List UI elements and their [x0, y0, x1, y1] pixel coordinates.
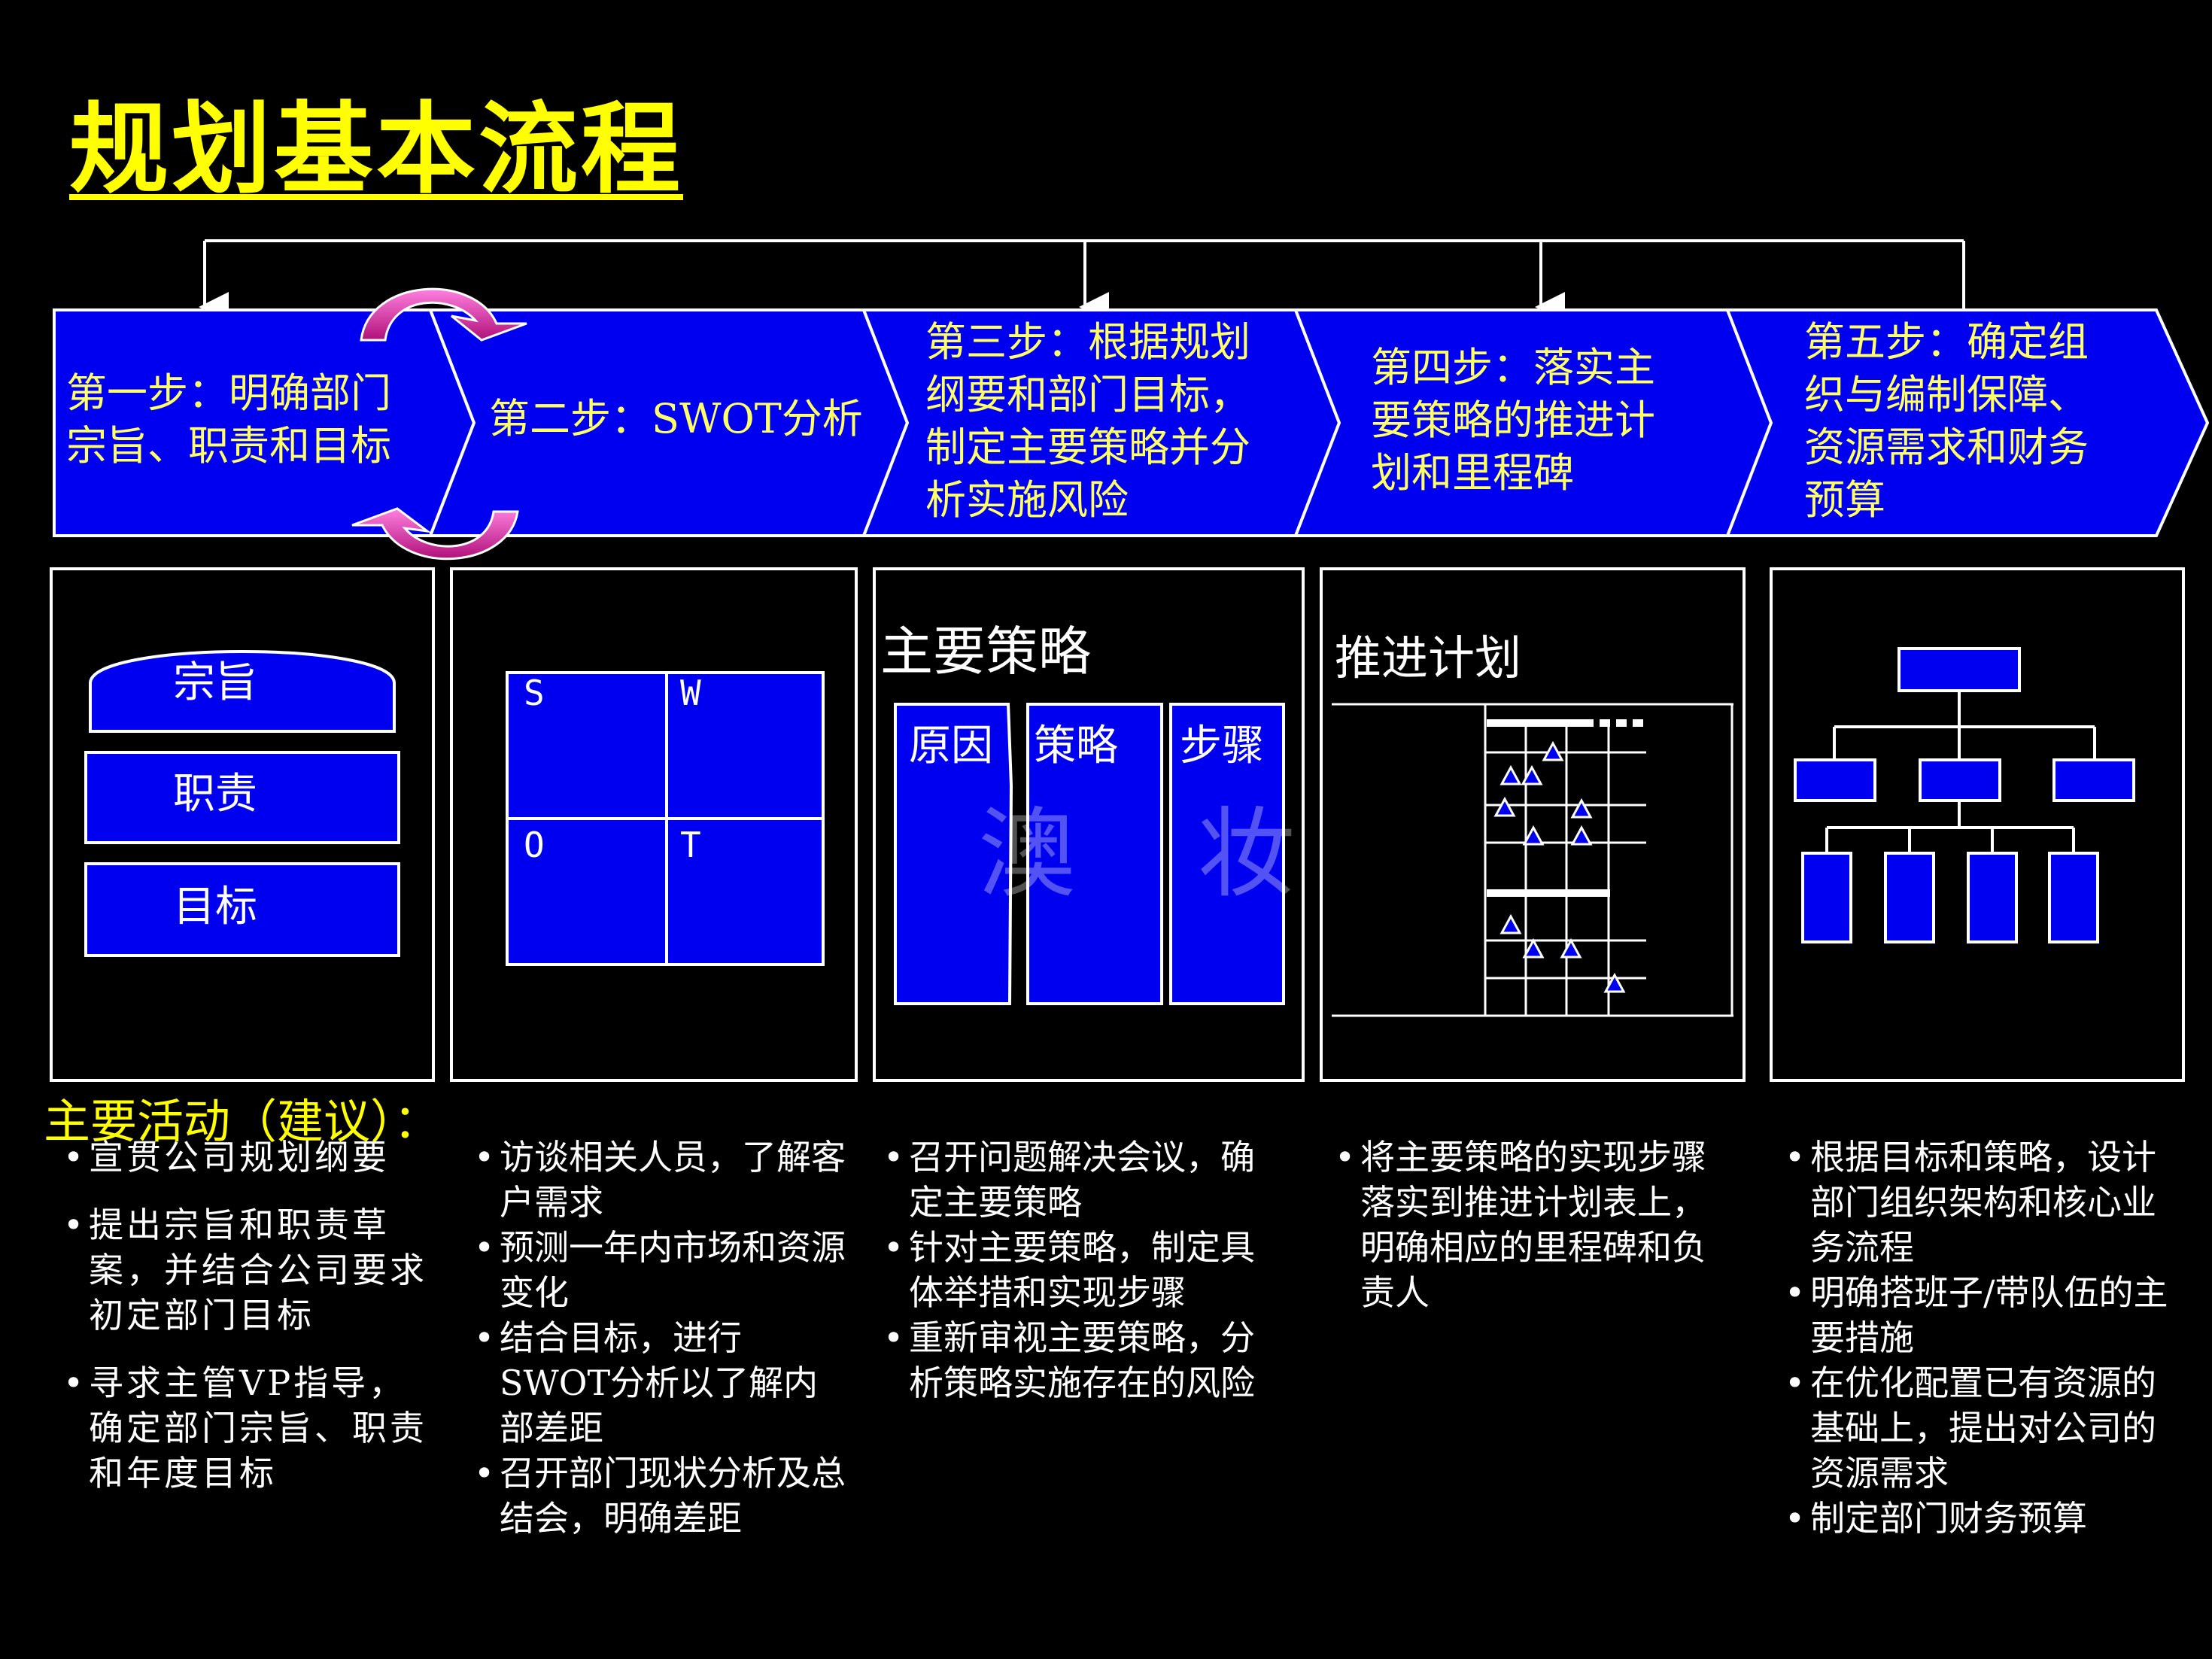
list-item: 明确搭班子/带队伍的主要措施	[1782, 1270, 2188, 1360]
plan-title: 推进计划	[1335, 630, 1522, 685]
step-2-line: 第二步：SWOT分析	[489, 395, 863, 442]
step-1-text: 第一步：明确部门 宗旨、职责和目标	[66, 367, 391, 472]
mission-label: 宗旨	[173, 658, 257, 707]
strategy-col-steps: 步骤	[1180, 722, 1264, 770]
list-item: 访谈相关人员，了解客户需求	[471, 1135, 849, 1225]
panel-mission	[50, 567, 435, 1082]
step-4-line: 划和里程碑	[1371, 449, 1574, 497]
list-item: 召开问题解决会议，确定主要策略	[880, 1135, 1287, 1225]
list-item: 在优化配置已有资源的基础上，提出对公司的资源需求	[1782, 1360, 2188, 1496]
step-4-text: 第四步：落实主 要策略的推进计 划和里程碑	[1371, 342, 1655, 500]
gantt-chart	[1332, 703, 1733, 1017]
duty-box	[84, 751, 400, 844]
list-item: 宣贯公司规划纲要	[60, 1135, 436, 1180]
activities-col-5: 根据目标和策略，设计部门组织架构和核心业务流程 明确搭班子/带队伍的主要措施 在…	[1782, 1135, 2188, 1541]
step-3-line: 制定主要策略并分	[925, 424, 1250, 471]
mission-dome	[89, 650, 396, 733]
step-4-line: 第四步：落实主	[1371, 344, 1655, 391]
strategy-col-cause: 原因	[909, 722, 993, 770]
org-chart	[1794, 647, 2135, 943]
step-2-text: 第二步：SWOT分析	[489, 393, 863, 445]
step-5-line: 预算	[1804, 476, 1885, 524]
list-item: 制定部门财务预算	[1782, 1496, 2188, 1541]
list-item: 重新审视主要策略，分析策略实施存在的风险	[880, 1315, 1287, 1405]
duty-label: 职责	[173, 770, 257, 819]
step-5-line: 资源需求和财务	[1804, 424, 2089, 471]
list-item: 召开部门现状分析及总结会，明确差距	[471, 1451, 849, 1541]
swot-t: T	[680, 825, 701, 865]
list-item: 寻求主管VP指导，确定部门宗旨、职责和年度目标	[60, 1360, 436, 1496]
step-3-line: 第三步：根据规划	[925, 318, 1250, 366]
step-5-text: 第五步：确定组 织与编制保障、 资源需求和财务 预算	[1804, 316, 2089, 527]
step-4-line: 要策略的推进计	[1371, 397, 1655, 444]
list-item: 预测一年内市场和资源变化	[471, 1225, 849, 1315]
list-item: 将主要策略的实现步骤落实到推进计划表上，明确相应的里程碑和负责人	[1332, 1135, 1738, 1315]
step-5-chevron	[1725, 308, 2210, 537]
step-3-line: 析实施风险	[925, 476, 1129, 524]
activities-col-4: 将主要策略的实现步骤落实到推进计划表上，明确相应的里程碑和负责人	[1332, 1135, 1738, 1315]
list-item: 根据目标和策略，设计部门组织架构和核心业务流程	[1782, 1135, 2188, 1270]
goal-box	[84, 862, 400, 957]
step-5-line: 织与编制保障、	[1804, 371, 2089, 418]
loop-arrow-icon	[351, 287, 527, 561]
list-item: 提出宗旨和职责草案，并结合公司要求初定部门目标	[60, 1202, 436, 1338]
step-1-line: 宗旨、职责和目标	[66, 422, 391, 469]
swot-w: W	[680, 673, 701, 713]
panel-plan	[1320, 567, 1746, 1082]
step-1-line: 第一步：明确部门	[66, 369, 391, 417]
activities-col-2: 访谈相关人员，了解客户需求 预测一年内市场和资源变化 结合目标，进行SWOT分析…	[471, 1135, 849, 1541]
step-3-line: 纲要和部门目标，	[925, 371, 1250, 418]
panel-swot	[450, 567, 858, 1082]
connector-lines	[199, 239, 1965, 322]
strategy-col-strategy: 策略	[1034, 722, 1118, 770]
goal-label: 目标	[173, 883, 257, 931]
swot-o: O	[524, 825, 545, 865]
panel-strategy	[873, 567, 1305, 1082]
list-item: 针对主要策略，制定具体举措和实现步骤	[880, 1225, 1287, 1315]
swot-s: S	[524, 673, 545, 713]
page-title: 规划基本流程	[69, 92, 683, 208]
step-3-text: 第三步：根据规划 纲要和部门目标， 制定主要策略并分 析实施风险	[925, 316, 1250, 527]
panel-org	[1770, 567, 2185, 1082]
watermark: 澳 妆	[978, 797, 1341, 911]
org-node	[1794, 647, 2135, 943]
strategy-title: 主要策略	[880, 621, 1091, 682]
activities-col-1: 宣贯公司规划纲要 提出宗旨和职责草案，并结合公司要求初定部门目标 寻求主管VP指…	[60, 1135, 436, 1518]
process-flow	[53, 239, 2210, 561]
milestone-icon	[1493, 740, 1626, 993]
step-5-line: 第五步：确定组	[1804, 318, 2089, 366]
list-item: 结合目标，进行SWOT分析以了解内部差距	[471, 1315, 849, 1451]
activities-col-3: 召开问题解决会议，确定主要策略 针对主要策略，制定具体举措和实现步骤 重新审视主…	[880, 1135, 1287, 1405]
swot-dividers	[506, 671, 825, 966]
strategy-columns	[894, 703, 1285, 1005]
